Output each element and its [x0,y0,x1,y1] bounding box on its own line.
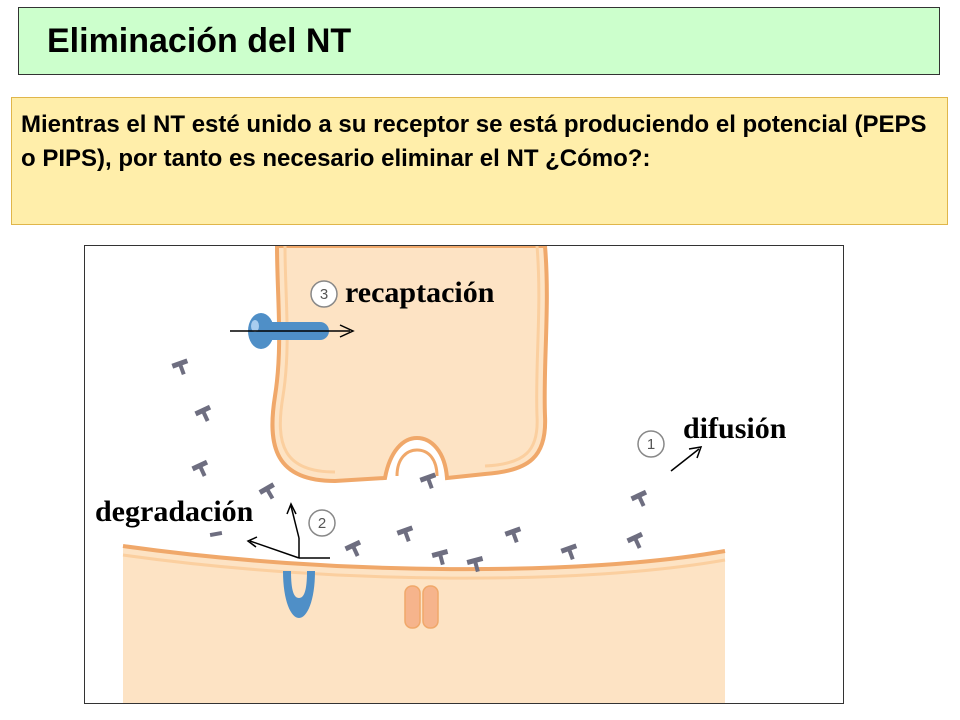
presynaptic-terminal [270,246,549,484]
step-3-number: 3 [320,286,328,303]
page-title: Eliminación del NT [47,22,352,60]
step-2-number: 2 [318,515,326,532]
diffusion-arrow [670,446,703,472]
step-3-badge: 3 [310,280,338,308]
description-text: Mientras el NT esté unido a su receptor … [21,111,927,172]
neurotransmitter-molecules [171,358,648,573]
reuptake-transporter [230,313,355,349]
description-box: Mientras el NT esté unido a su receptor … [11,97,948,225]
degradation-enzyme [246,502,330,618]
postsynaptic-membrane-outline [122,544,726,572]
label-degradation: degradación [95,495,254,528]
step-1-number: 1 [647,436,655,453]
label-reuptake: recaptación [345,276,495,309]
fusing-vesicle [395,448,439,477]
title-box: Eliminación del NT [18,7,940,75]
label-diffusion: difusión [683,412,787,445]
synapse-illustration: 3 1 2 recaptación difusión degradación [95,246,787,703]
receptor-channel [404,585,439,629]
step-1-badge: 1 [637,430,665,458]
step-2-badge: 2 [308,509,336,537]
synapse-diagram: 3 1 2 recaptación difusión degradación [84,245,844,704]
